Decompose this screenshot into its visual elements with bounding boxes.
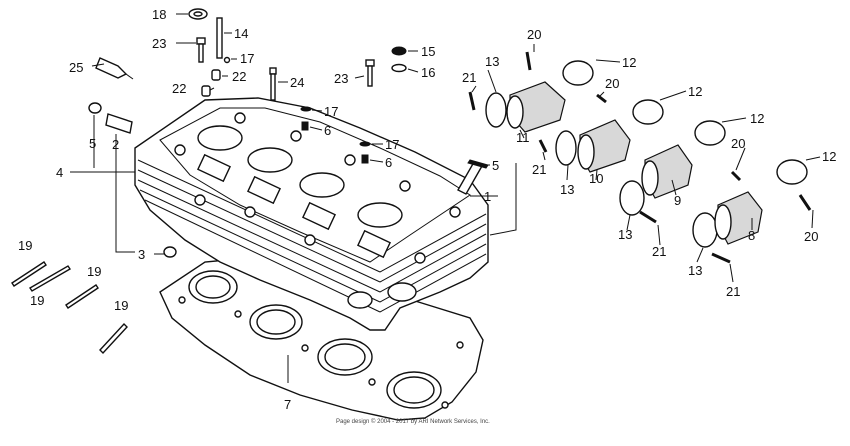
callout-7: 7 bbox=[284, 397, 291, 412]
callout-labels: 18 14 23 17 25 22 22 24 15 23 16 17 6 17… bbox=[18, 7, 836, 412]
callout-21-fourth: 21 bbox=[726, 284, 740, 299]
callout-9: 9 bbox=[674, 193, 681, 208]
copyright-notice: Page design © 2004 - 2017 by ARI Network… bbox=[336, 418, 490, 425]
callout-19-c: 19 bbox=[87, 264, 101, 279]
callout-8: 8 bbox=[748, 228, 755, 243]
callout-11: 11 bbox=[516, 130, 530, 145]
callout-12-fourth: 12 bbox=[822, 149, 836, 164]
callout-14: 14 bbox=[234, 26, 248, 41]
callout-20-fourth: 20 bbox=[804, 229, 818, 244]
callout-18: 18 bbox=[152, 7, 166, 22]
studs bbox=[11, 261, 128, 355]
callout-19-d: 19 bbox=[114, 298, 128, 313]
callout-21-second: 21 bbox=[532, 162, 546, 177]
callout-19-b: 19 bbox=[30, 293, 44, 308]
cylinder-head bbox=[134, 97, 489, 331]
callout-12-top: 12 bbox=[622, 55, 636, 70]
callout-17-mid: 17 bbox=[324, 104, 338, 119]
callout-20-third: 20 bbox=[731, 136, 745, 151]
callout-23-right: 23 bbox=[334, 71, 348, 86]
callout-10: 10 bbox=[589, 171, 603, 186]
callout-6-upper: 6 bbox=[324, 123, 331, 138]
callout-20-second: 20 bbox=[605, 76, 619, 91]
callout-4: 4 bbox=[56, 165, 63, 180]
callout-25: 25 bbox=[69, 60, 83, 75]
callout-24: 24 bbox=[290, 75, 304, 90]
callout-23-left: 23 bbox=[152, 36, 166, 51]
callout-12-second: 12 bbox=[688, 84, 702, 99]
callout-1: 1 bbox=[484, 189, 491, 204]
callout-19-a: 19 bbox=[18, 238, 32, 253]
small-parts-top bbox=[88, 8, 489, 258]
callout-13-second: 13 bbox=[560, 182, 574, 197]
intake-assemblies bbox=[468, 51, 812, 264]
callout-21-third: 21 bbox=[652, 244, 666, 259]
callout-16: 16 bbox=[421, 65, 435, 80]
callout-17-lower: 17 bbox=[385, 137, 399, 152]
callout-3: 3 bbox=[138, 247, 145, 262]
callout-22-left: 22 bbox=[172, 81, 186, 96]
callout-21-top: 21 bbox=[462, 70, 476, 85]
callout-17-top: 17 bbox=[240, 51, 254, 66]
callout-13-top: 13 bbox=[485, 54, 499, 69]
callout-13-fourth: 13 bbox=[688, 263, 702, 278]
leader-lines bbox=[70, 13, 821, 383]
callout-12-third: 12 bbox=[750, 111, 764, 126]
callout-5-left: 5 bbox=[89, 136, 96, 151]
callout-13-third: 13 bbox=[618, 227, 632, 242]
callout-5-right: 5 bbox=[492, 158, 499, 173]
callout-20-top: 20 bbox=[527, 27, 541, 42]
callout-15: 15 bbox=[421, 44, 435, 59]
callout-22-right: 22 bbox=[232, 69, 246, 84]
callout-6-lower: 6 bbox=[385, 155, 392, 170]
callout-2: 2 bbox=[112, 137, 119, 152]
